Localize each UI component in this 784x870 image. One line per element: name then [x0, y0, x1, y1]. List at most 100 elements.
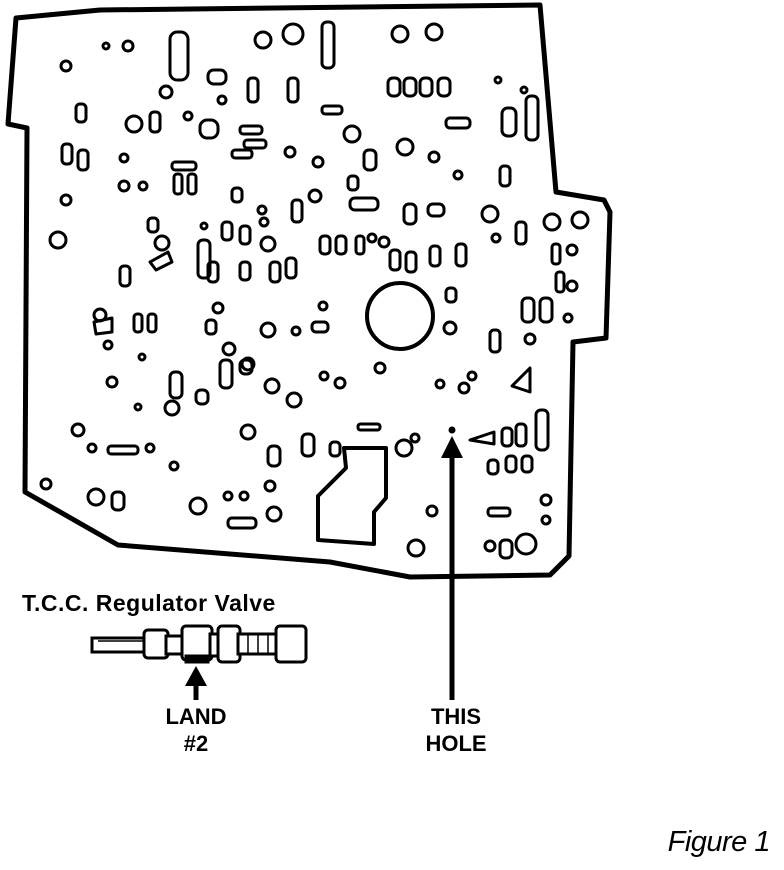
plate-hole: [86, 487, 106, 507]
plate-slot: [118, 264, 132, 288]
plate-slot: [356, 422, 382, 432]
plate-hole: [377, 235, 391, 249]
plate-slot: [534, 408, 550, 452]
plate-slot: [60, 142, 74, 166]
plate-slot: [428, 244, 442, 268]
plate-hole: [199, 221, 209, 231]
plate-hole: [265, 505, 283, 523]
tcc-regulator-valve-icon: [90, 624, 308, 664]
plate-hole: [39, 477, 53, 491]
plate-hole: [424, 22, 444, 42]
plate-slot: [196, 238, 212, 280]
plate-hole: [102, 339, 114, 351]
plate-slot: [504, 454, 518, 474]
plate-slot: [334, 234, 348, 256]
plate-slot: [498, 538, 514, 560]
plate-hole: [565, 243, 579, 257]
plate-slot: [514, 422, 528, 448]
plate-slot: [318, 234, 332, 256]
plate-slot: [454, 242, 468, 268]
plate-hole: [259, 235, 277, 253]
plate-slot: [186, 172, 198, 196]
plate-opening: [510, 366, 532, 394]
plate-hole: [188, 496, 208, 516]
plate-slot: [168, 370, 184, 400]
plate-hole: [514, 532, 538, 556]
plate-hole: [490, 232, 502, 244]
plate-slot: [218, 358, 234, 390]
plate-slot: [242, 138, 268, 150]
center-bore-hole: [365, 281, 435, 351]
land-arrow-icon: [185, 666, 207, 700]
plate-hole: [283, 145, 297, 159]
plate-slot: [238, 358, 254, 376]
plate-slot: [198, 118, 220, 140]
plate-slot: [226, 516, 258, 530]
plate-hole: [118, 152, 130, 164]
plate-slot: [74, 102, 88, 124]
plate-hole: [493, 75, 503, 85]
plate-slot: [426, 202, 446, 218]
plate-hole: [121, 39, 135, 53]
plate-hole: [137, 180, 149, 192]
lower-cutout: [316, 446, 388, 546]
plate-hole: [519, 85, 529, 95]
hole-label: THIS HOLE: [425, 704, 487, 756]
plate-hole: [427, 150, 441, 164]
plate-hole: [240, 356, 256, 372]
spacer-plate-outline: [5, 2, 613, 580]
plate-hole: [409, 432, 421, 444]
plate-slot: [230, 148, 254, 160]
plate-slot: [300, 432, 316, 458]
plate-slot: [386, 76, 402, 98]
plate-slot: [194, 388, 210, 406]
plate-hole: [317, 300, 329, 312]
plate-hole: [70, 422, 86, 438]
plate-slot: [524, 94, 540, 142]
plate-hole: [137, 352, 147, 362]
plate-hole: [59, 59, 73, 73]
plate-slot: [132, 312, 144, 334]
plate-hole: [281, 22, 305, 46]
plate-slot: [146, 216, 160, 234]
plate-holes: [39, 20, 590, 560]
plate-slot: [110, 490, 126, 512]
plate-hole: [523, 332, 537, 346]
land-label: LAND #2: [165, 704, 227, 756]
plate-hole: [480, 204, 500, 224]
plate-hole: [434, 378, 446, 390]
figure-label: Figure 1: [667, 826, 771, 858]
plate-slot: [348, 196, 380, 212]
plate-hole: [168, 460, 180, 472]
plate-hole: [216, 94, 228, 106]
plate-slot: [444, 286, 458, 304]
plate-slot: [246, 76, 260, 104]
plate-hole: [253, 30, 273, 50]
plate-hole: [256, 204, 268, 216]
plate-slot: [286, 76, 300, 104]
plate-slot: [206, 68, 228, 86]
plate-slot: [404, 250, 418, 274]
plate-hole: [124, 114, 144, 134]
plate-hole: [290, 325, 302, 337]
plate-hole: [483, 539, 497, 553]
plate-slot: [310, 320, 330, 334]
plate-hole: [540, 514, 552, 526]
plate-hole: [395, 137, 415, 157]
plate-slot: [172, 172, 184, 196]
plate-slot: [362, 148, 378, 172]
plate-hole: [239, 423, 257, 441]
plate-slot: [328, 440, 342, 458]
plate-slot: [284, 256, 298, 280]
plate-hole: [153, 234, 171, 252]
plate-hole: [259, 321, 277, 339]
plate-hole: [221, 341, 237, 357]
plate-slot: [346, 174, 360, 192]
plate-slot: [238, 260, 252, 282]
plate-slot: [488, 328, 502, 354]
plate-slot: [520, 454, 534, 474]
plate-slot: [206, 260, 220, 284]
plate-hole: [144, 442, 156, 454]
plate-slot: [388, 248, 402, 272]
